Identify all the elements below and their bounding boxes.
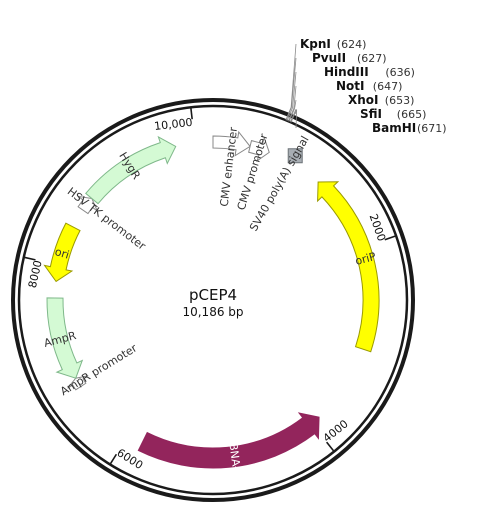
tick-mark bbox=[109, 453, 118, 464]
backbone-inner-ring bbox=[17, 104, 409, 496]
site-name: HindIII bbox=[324, 65, 369, 79]
site-position: (671) bbox=[417, 122, 447, 135]
tick-mark bbox=[384, 235, 396, 241]
feature-ampr-promoter bbox=[67, 375, 89, 391]
backbone-outer-ring bbox=[11, 98, 415, 502]
tick-label: 8000 bbox=[26, 259, 45, 289]
site-position: (647) bbox=[373, 80, 403, 93]
feature-orip bbox=[317, 181, 380, 353]
plasmid-size: 10,186 bp bbox=[182, 305, 243, 319]
site-leader-line bbox=[290, 109, 297, 123]
feature-cmv-promoter bbox=[248, 136, 270, 163]
feature-label-ori: ori bbox=[53, 245, 71, 262]
tick-mark bbox=[190, 108, 193, 120]
tick-label: 10,000 bbox=[154, 116, 194, 133]
plasmid-name: pCEP4 bbox=[189, 286, 237, 304]
feature-ori bbox=[43, 222, 81, 283]
feature-hygr bbox=[85, 135, 177, 205]
site-position: (627) bbox=[357, 52, 387, 65]
site-position: (665) bbox=[397, 108, 427, 121]
feature-ampr bbox=[46, 297, 84, 379]
tick-mark bbox=[24, 256, 36, 261]
feature-cmv-enhancer bbox=[212, 130, 251, 157]
site-leader-line bbox=[290, 109, 298, 129]
site-leader-line bbox=[288, 85, 297, 122]
feature-label-hsv-tk-promoter: HSV TK promoter bbox=[65, 185, 149, 253]
site-name: SfiI bbox=[360, 107, 382, 121]
site-name: XhoI bbox=[348, 93, 379, 107]
feature-hsv-tk-promoter bbox=[77, 195, 99, 215]
site-position: (624) bbox=[337, 38, 367, 51]
tick-mark bbox=[325, 441, 335, 452]
feature-ebna-1 bbox=[137, 412, 320, 469]
tick-label: 2000 bbox=[367, 212, 389, 243]
restriction-sites: KpnI (624)PvuII (627)HindIII (636) NotI (647)… bbox=[285, 37, 447, 135]
site-leader-line bbox=[286, 71, 297, 121]
site-position: (636) bbox=[385, 66, 415, 79]
site-leader-line bbox=[288, 99, 297, 122]
feature-label-orip: oriP bbox=[354, 250, 378, 268]
feature-sv40-polya bbox=[287, 148, 303, 164]
site-name: BamHI bbox=[372, 121, 416, 135]
site-name: KpnI bbox=[300, 37, 331, 51]
site-leader-line bbox=[285, 57, 297, 121]
site-name: PvuII bbox=[312, 51, 346, 65]
feature-label-ebna-1: EBNA-1 bbox=[225, 435, 243, 477]
site-position: (653) bbox=[385, 94, 415, 107]
site-name: NotI bbox=[336, 79, 365, 93]
